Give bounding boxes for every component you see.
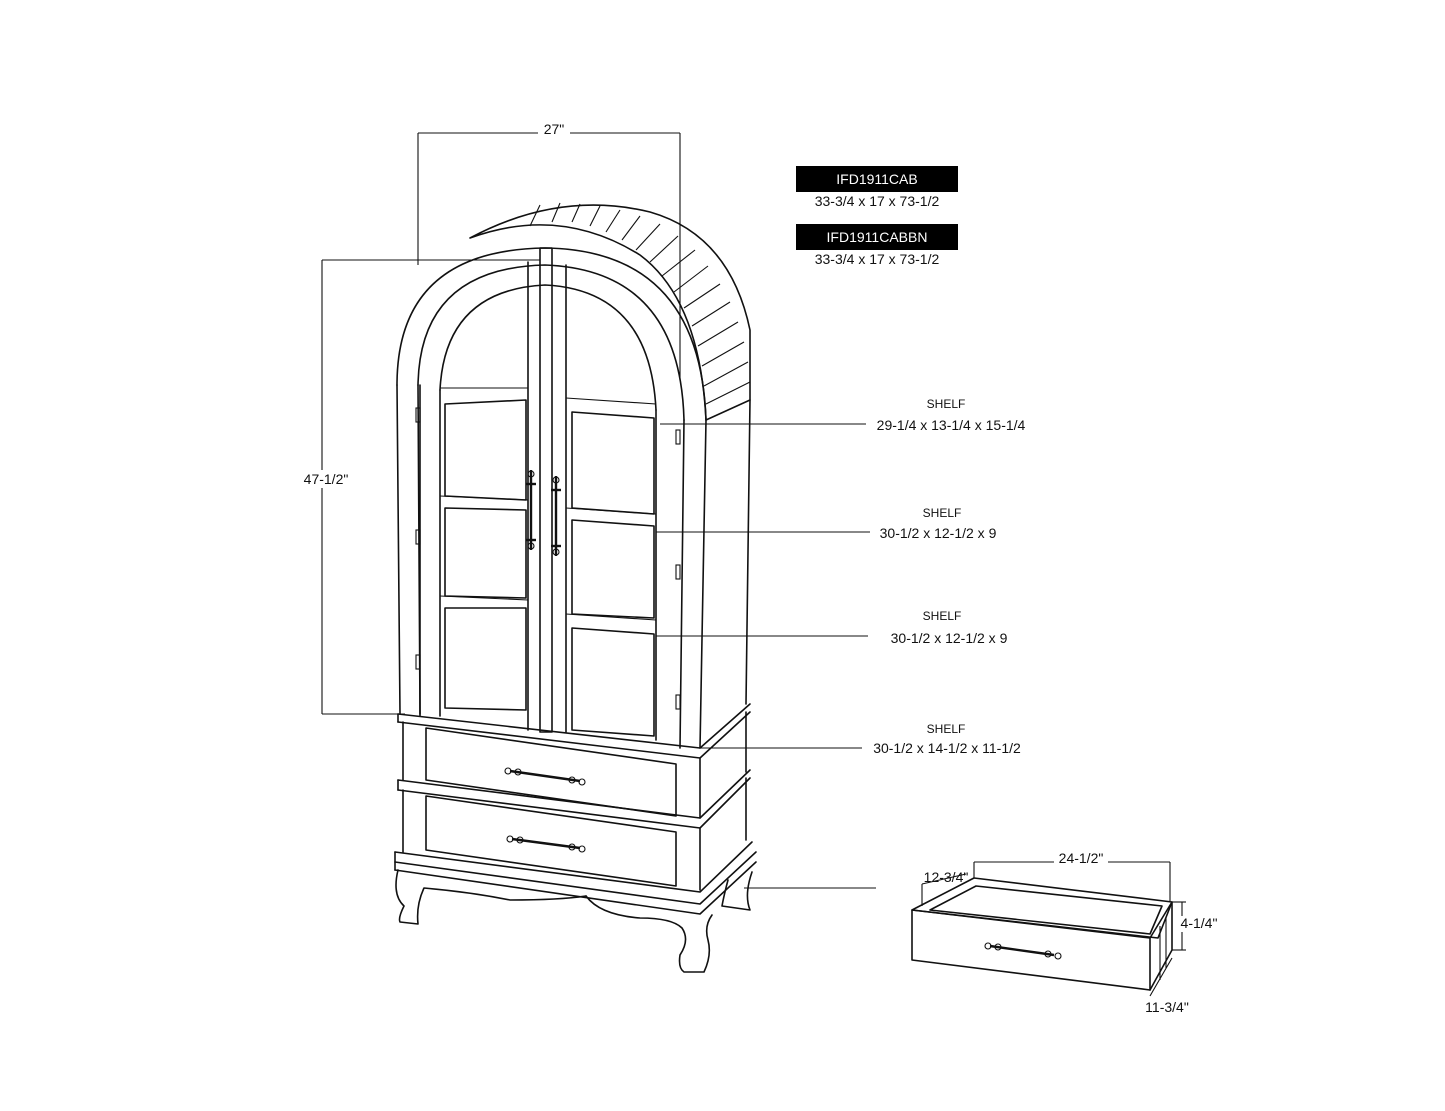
width-dimension: 27" <box>417 121 681 380</box>
shelf-callout-3: SHELF 30-1/2 x 12-1/2 x 9 <box>656 609 1008 646</box>
width-label: 27" <box>544 121 565 137</box>
cabinet-illustration <box>394 202 757 973</box>
shelf-dims: 30-1/2 x 14-1/2 x 11-1/2 <box>873 740 1021 756</box>
shelf-dims: 29-1/4 x 13-1/4 x 15-1/4 <box>877 417 1026 433</box>
door-handle-right <box>551 476 561 556</box>
drawer-detail-handle <box>984 942 1062 960</box>
height-dimension: 47-1/2" <box>300 259 540 715</box>
shelf-title: SHELF <box>923 506 962 520</box>
height-label: 47-1/2" <box>304 471 349 487</box>
shelf-title: SHELF <box>927 397 966 411</box>
slats <box>529 202 751 405</box>
drawer-depth-label: 12-3/4" <box>924 869 969 885</box>
drawer-inner-label: 11-3/4" <box>1145 999 1189 1015</box>
product-sku: IFD1911CABBN <box>827 229 928 245</box>
product-dims: 33-3/4 x 17 x 73-1/2 <box>815 193 940 209</box>
drawer-height-label: 4-1/4" <box>1181 915 1218 931</box>
product-sku: IFD1911CAB <box>836 171 917 187</box>
shelf-title: SHELF <box>923 609 962 623</box>
shelf-title: SHELF <box>927 722 966 736</box>
product-label-2: IFD1911CABBN 33-3/4 x 17 x 73-1/2 <box>796 224 958 267</box>
shelf-callout-4: SHELF 30-1/2 x 14-1/2 x 11-1/2 <box>700 722 1021 756</box>
product-dims: 33-3/4 x 17 x 73-1/2 <box>815 251 940 267</box>
shelf-callout-1: SHELF 29-1/4 x 13-1/4 x 15-1/4 <box>660 397 1026 433</box>
drawer-handle-top <box>504 767 586 786</box>
drawer-handle-bottom <box>506 835 586 853</box>
shelf-dims: 30-1/2 x 12-1/2 x 9 <box>880 525 997 541</box>
drawer-detail: 24-1/2" 12-3/4" 4-1/4" 11-3/4" <box>911 850 1222 1015</box>
product-label-1: IFD1911CAB 33-3/4 x 17 x 73-1/2 <box>796 166 958 209</box>
door-handle-left <box>526 470 536 550</box>
shelf-callout-2: SHELF 30-1/2 x 12-1/2 x 9 <box>656 506 997 541</box>
drawer-width-label: 24-1/2" <box>1059 850 1104 866</box>
shelf-dims: 30-1/2 x 12-1/2 x 9 <box>891 630 1008 646</box>
